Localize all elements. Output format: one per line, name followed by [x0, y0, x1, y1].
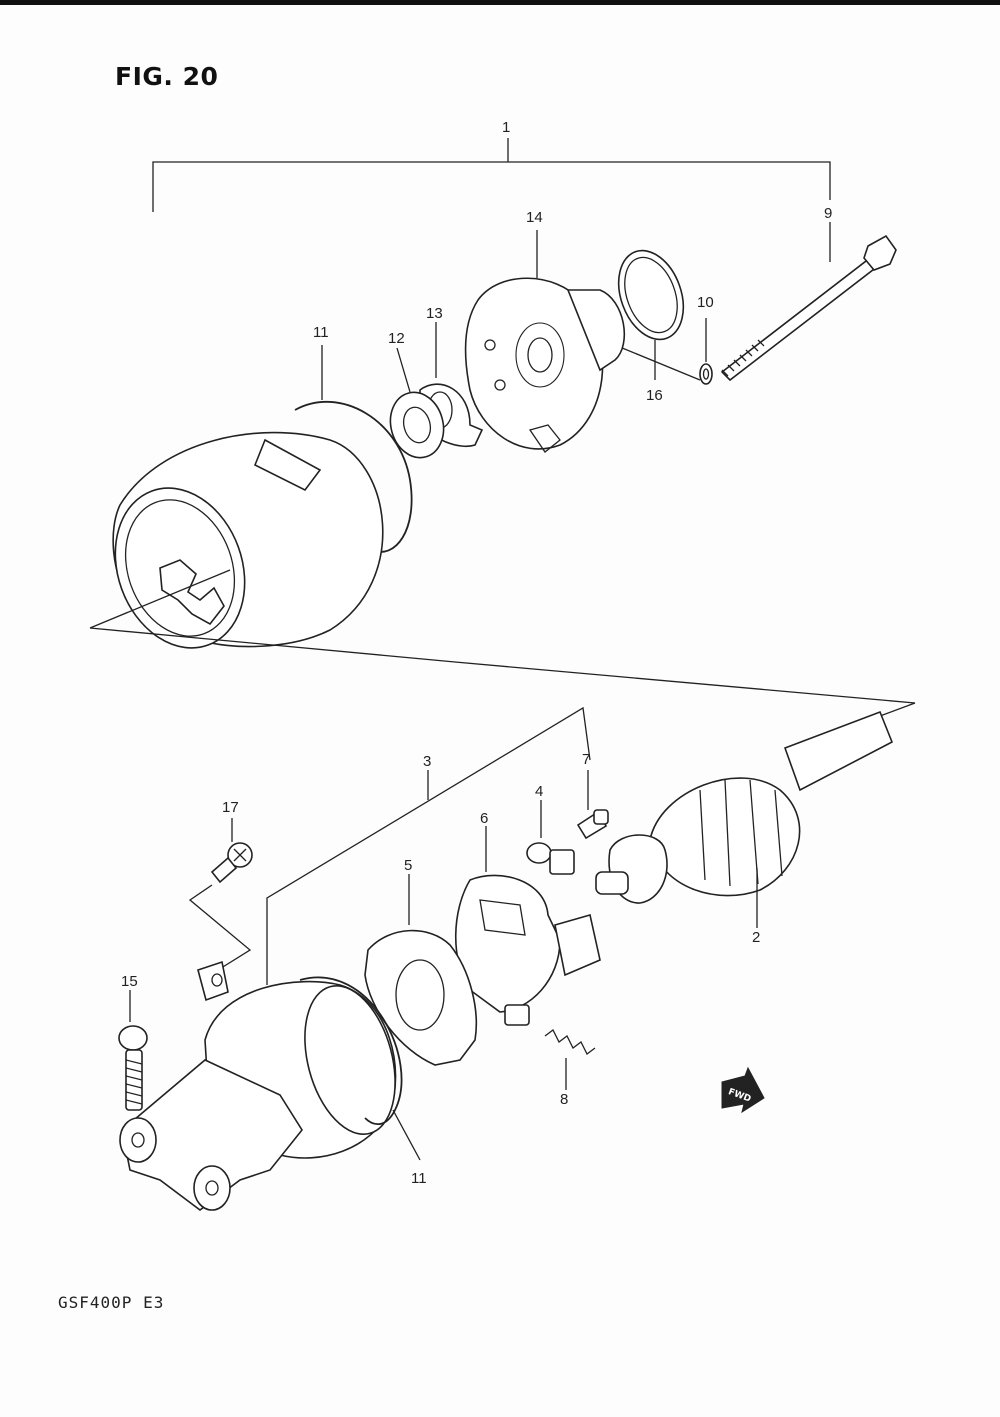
callout-15: 15 — [121, 973, 138, 990]
callout-16: 16 — [646, 387, 663, 404]
callout-4: 4 — [535, 783, 543, 800]
callout-10: 10 — [697, 294, 714, 311]
spring-part-8 — [544, 1029, 596, 1090]
screw-part-17 — [188, 818, 253, 976]
callout-17: 17 — [222, 799, 239, 816]
o-ring-part-16 — [614, 249, 701, 381]
motor-case-yoke — [112, 431, 384, 649]
screw-part-7 — [576, 770, 609, 840]
washer-part-10 — [699, 318, 713, 385]
bracket-part-1 — [152, 138, 831, 212]
callout-13: 13 — [426, 305, 443, 322]
callout-6: 6 — [480, 810, 488, 827]
callout-5: 5 — [404, 857, 412, 874]
callout-3: 3 — [423, 753, 431, 770]
bracket-part-3 — [266, 706, 591, 985]
armature-part-2 — [595, 710, 894, 928]
model-code-label: GSF400P E3 — [58, 1293, 165, 1312]
figure-title: FIG. 20 — [115, 62, 219, 91]
callout-1: 1 — [502, 119, 510, 136]
callout-14: 14 — [526, 209, 543, 226]
callout-2: 2 — [752, 929, 760, 946]
callout-9: 9 — [824, 205, 832, 222]
washer-part-12 — [389, 347, 445, 459]
fwd-direction-arrow: FWD — [721, 1066, 765, 1114]
callout-11-top: 11 — [313, 324, 329, 341]
exploded-axis-divider — [89, 569, 916, 717]
bolt-part-15 — [118, 990, 148, 1111]
callout-8: 8 — [560, 1091, 568, 1108]
bolt-part-9 — [720, 222, 897, 382]
front-housing-part-3 — [119, 960, 397, 1211]
page-top-border — [0, 0, 1000, 5]
o-ring-part-11-top — [294, 345, 413, 553]
o-ring-part-11-bottom — [299, 976, 421, 1161]
callout-7: 7 — [582, 751, 590, 768]
end-housing-part-14 — [464, 230, 626, 453]
callout-12: 12 — [388, 330, 405, 347]
callout-11-bottom: 11 — [411, 1170, 427, 1187]
brush-holder-part-6 — [454, 826, 601, 1026]
brush-part-4 — [526, 800, 575, 875]
